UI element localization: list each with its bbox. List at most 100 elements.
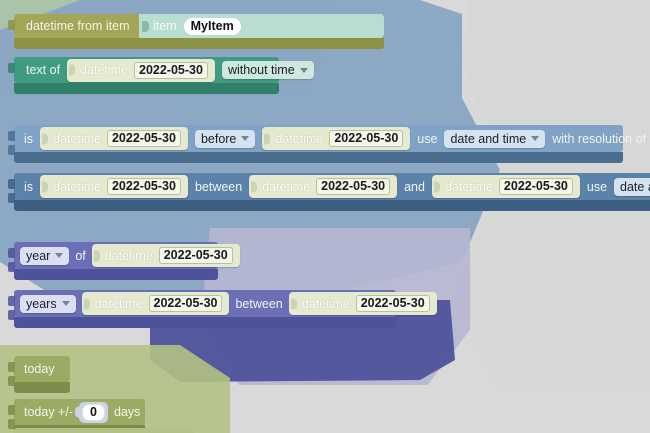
block-partially-visible-next[interactable] bbox=[14, 428, 194, 433]
inner-plug bbox=[290, 298, 297, 309]
block-ledge bbox=[14, 317, 396, 328]
inner-label-datetime: datetime bbox=[275, 131, 324, 146]
block-text-of-datetime[interactable]: text of datetime 2022-05-30 without time bbox=[8, 57, 314, 94]
inner-label-datetime: datetime bbox=[301, 296, 350, 311]
field-datetime-value[interactable]: 2022-05-30 bbox=[158, 247, 233, 264]
inner-block-datetime-b[interactable]: datetime 2022-05-30 bbox=[288, 292, 437, 315]
block-label-today-offset: today +/- bbox=[24, 405, 73, 419]
dropdown-use-precision-value: date and time bbox=[620, 179, 650, 194]
block-ledge bbox=[14, 38, 384, 49]
dropdown-time-format-value: without time bbox=[227, 63, 295, 77]
inner-plug bbox=[69, 64, 76, 76]
inner-label-datetime: datetime bbox=[444, 179, 493, 194]
block-plug-nub-2 bbox=[8, 262, 15, 272]
block-plug-nub bbox=[8, 405, 15, 415]
inner-block-datetime-b[interactable]: datetime 2022-05-30 bbox=[249, 175, 398, 198]
block-plug-nub bbox=[8, 63, 15, 73]
field-datetime-value[interactable]: 2022-05-30 bbox=[134, 61, 208, 79]
inner-label-datetime: datetime bbox=[262, 179, 311, 194]
block-today-plus-minus-days[interactable]: today +/- 0 days bbox=[8, 399, 145, 433]
field-datetime-value[interactable]: 2022-05-30 bbox=[316, 178, 391, 195]
dropdown-use-precision[interactable]: date and time bbox=[444, 129, 546, 148]
inner-label-datetime: datetime bbox=[80, 63, 128, 77]
block-label-days: days bbox=[113, 405, 141, 419]
inner-plug bbox=[433, 181, 440, 192]
block-plug-nub bbox=[8, 179, 15, 189]
inner-plug bbox=[42, 181, 49, 192]
block-plug-nub-2 bbox=[8, 419, 15, 429]
block-label-is: is bbox=[24, 179, 34, 194]
inner-plug bbox=[42, 133, 49, 144]
inner-plug bbox=[93, 250, 100, 261]
block-plug-nub bbox=[8, 296, 15, 306]
block-label-use: use bbox=[417, 131, 438, 146]
dropdown-date-unit-value: year bbox=[26, 248, 51, 263]
socket-item[interactable]: item MyItem bbox=[139, 14, 384, 38]
field-datetime-value[interactable]: 2022-05-30 bbox=[329, 130, 404, 147]
inner-block-number[interactable]: 0 bbox=[75, 401, 108, 423]
block-label-and: and bbox=[404, 179, 425, 194]
inner-plug bbox=[264, 133, 271, 144]
block-label-between: between bbox=[194, 179, 243, 194]
dropdown-duration-unit-value: years bbox=[26, 296, 57, 311]
block-is-datetime-before[interactable]: is datetime 2022-05-30 before datetime 2… bbox=[8, 125, 646, 163]
inner-block-datetime-b[interactable]: datetime 2022-05-30 bbox=[262, 127, 411, 150]
dropdown-duration-unit[interactable]: years bbox=[20, 294, 76, 313]
block-plug-nub bbox=[8, 248, 15, 258]
field-datetime-value[interactable]: 2022-05-30 bbox=[498, 178, 573, 195]
inner-block-datetime-c[interactable]: datetime 2022-05-30 bbox=[431, 175, 580, 198]
inner-block-datetime[interactable]: datetime 2022-05-30 bbox=[91, 244, 240, 267]
dropdown-comparison-op-value: before bbox=[200, 131, 237, 146]
field-datetime-value[interactable]: 2022-05-30 bbox=[148, 295, 223, 312]
field-datetime-value[interactable]: 2022-05-30 bbox=[106, 178, 181, 195]
dropdown-use-precision[interactable]: date and time bbox=[614, 177, 650, 196]
block-ledge bbox=[14, 83, 279, 94]
inner-plug bbox=[251, 181, 258, 192]
block-label-datetime-from-item: datetime from item bbox=[26, 19, 130, 33]
block-plug-nub-2 bbox=[8, 310, 15, 320]
dropdown-comparison-op[interactable]: before bbox=[194, 129, 256, 148]
block-label-text-of: text of bbox=[26, 63, 61, 77]
field-item-value[interactable]: MyItem bbox=[183, 17, 241, 35]
inner-label-datetime: datetime bbox=[94, 296, 143, 311]
block-plug-nub-2 bbox=[8, 376, 15, 386]
field-datetime-value[interactable]: 2022-05-30 bbox=[355, 295, 430, 312]
chevron-down-icon bbox=[531, 136, 540, 141]
field-days-number[interactable]: 0 bbox=[82, 403, 105, 421]
block-label-resolution: with resolution of bbox=[552, 131, 647, 146]
chevron-down-icon bbox=[61, 301, 70, 306]
block-ledge bbox=[14, 269, 218, 280]
block-plug-nub-2 bbox=[8, 145, 15, 155]
block-label-between: between bbox=[235, 296, 283, 311]
block-plug-nub bbox=[8, 20, 15, 30]
inner-block-datetime-a[interactable]: datetime 2022-05-30 bbox=[40, 175, 188, 198]
block-is-datetime-between[interactable]: is datetime 2022-05-30 between datetime … bbox=[8, 173, 650, 211]
block-label-of: of bbox=[75, 248, 86, 263]
block-plug-nub-2 bbox=[8, 193, 15, 203]
inner-block-datetime[interactable]: datetime 2022-05-30 bbox=[67, 58, 215, 82]
inner-label-datetime: datetime bbox=[104, 248, 153, 263]
field-datetime-value[interactable]: 2022-05-30 bbox=[106, 130, 181, 147]
inner-block-datetime-a[interactable]: datetime 2022-05-30 bbox=[40, 127, 188, 150]
block-ledge bbox=[14, 382, 70, 393]
inner-block-datetime-a[interactable]: datetime 2022-05-30 bbox=[81, 292, 230, 315]
block-years-between-datetimes[interactable]: years datetime 2022-05-30 between dateti… bbox=[8, 290, 437, 328]
block-label-today: today bbox=[24, 362, 55, 376]
dropdown-time-format[interactable]: without time bbox=[221, 61, 314, 79]
block-plug-nub bbox=[8, 362, 15, 372]
socket-label-item: item bbox=[153, 19, 177, 33]
block-year-of-datetime[interactable]: year of datetime 2022-05-30 bbox=[8, 242, 240, 280]
block-datetime-from-item[interactable]: datetime from item item MyItem bbox=[8, 14, 384, 49]
dropdown-date-unit[interactable]: year bbox=[20, 246, 70, 265]
inner-plug bbox=[75, 406, 81, 418]
socket-plug bbox=[142, 21, 149, 32]
bg-shape-gray-right bbox=[455, 0, 650, 433]
block-label-is: is bbox=[24, 131, 34, 146]
chevron-down-icon bbox=[299, 67, 308, 73]
chevron-down-icon bbox=[55, 253, 64, 258]
inner-label-datetime: datetime bbox=[53, 179, 101, 194]
dropdown-use-precision-value: date and time bbox=[450, 131, 527, 146]
block-label-use: use bbox=[586, 179, 608, 194]
block-today[interactable]: today bbox=[8, 356, 70, 393]
